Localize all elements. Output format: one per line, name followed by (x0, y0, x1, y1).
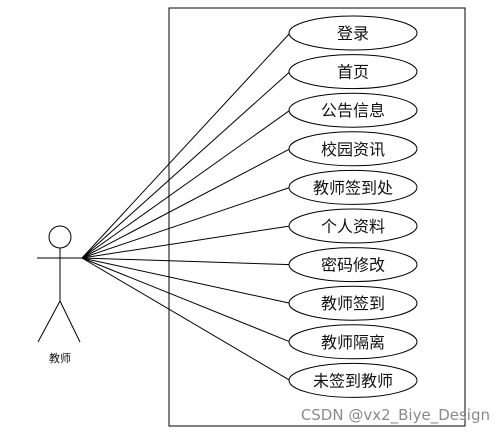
watermark: CSDN @vx2_Biye_Design (301, 406, 490, 425)
use-case: 个人资料 (288, 208, 418, 244)
use-case: 未签到教师 (288, 362, 418, 398)
use-case: 校园资讯 (288, 131, 418, 167)
use-case-ellipse (288, 247, 418, 283)
use-case-label: 校园资讯 (321, 140, 385, 159)
use-case: 教师签到处 (288, 169, 418, 205)
actor-left-leg (37, 300, 61, 343)
actor-label: 教师 (49, 352, 71, 365)
actor-head (48, 225, 72, 249)
use-case: 教师隔离 (288, 324, 418, 360)
use-case-ellipse (288, 54, 418, 90)
use-case-ellipse (288, 362, 418, 398)
association-line (81, 148, 291, 259)
use-case-ellipse (288, 285, 418, 321)
use-case-ellipse (288, 92, 418, 128)
use-case: 教师签到 (288, 285, 418, 321)
use-case: 首页 (288, 54, 418, 90)
association-line (81, 32, 291, 259)
use-case-ellipse (288, 131, 418, 167)
use-case-label: 公告信息 (321, 101, 385, 120)
use-case-label: 登录 (337, 24, 369, 43)
association-line (81, 257, 291, 266)
use-case: 公告信息 (288, 92, 418, 128)
use-case-ellipse (288, 324, 418, 360)
use-case-label: 教师隔离 (321, 333, 385, 352)
use-case-label: 首页 (337, 63, 369, 82)
use-case-label: 个人资料 (321, 217, 385, 236)
use-case-ellipse (288, 208, 418, 244)
association-lines (81, 32, 291, 381)
use-case-label: 教师签到 (321, 294, 385, 313)
use-case-label: 教师签到处 (313, 178, 393, 197)
use-case: 密码修改 (288, 247, 418, 283)
use-case-ellipse (288, 169, 418, 205)
actor-right-leg (59, 300, 81, 343)
actor-teacher (37, 225, 83, 343)
association-line (81, 257, 291, 304)
association-line (81, 71, 291, 259)
association-line (81, 186, 291, 259)
association-line (81, 257, 291, 343)
use-case: 登录 (288, 15, 418, 51)
association-line (81, 225, 291, 259)
association-line (81, 109, 291, 259)
use-case-label: 密码修改 (321, 256, 385, 275)
system-boundary (168, 7, 466, 427)
use-case-ellipse (288, 15, 418, 51)
use-case-label: 未签到教师 (313, 371, 393, 390)
association-line (81, 257, 291, 381)
